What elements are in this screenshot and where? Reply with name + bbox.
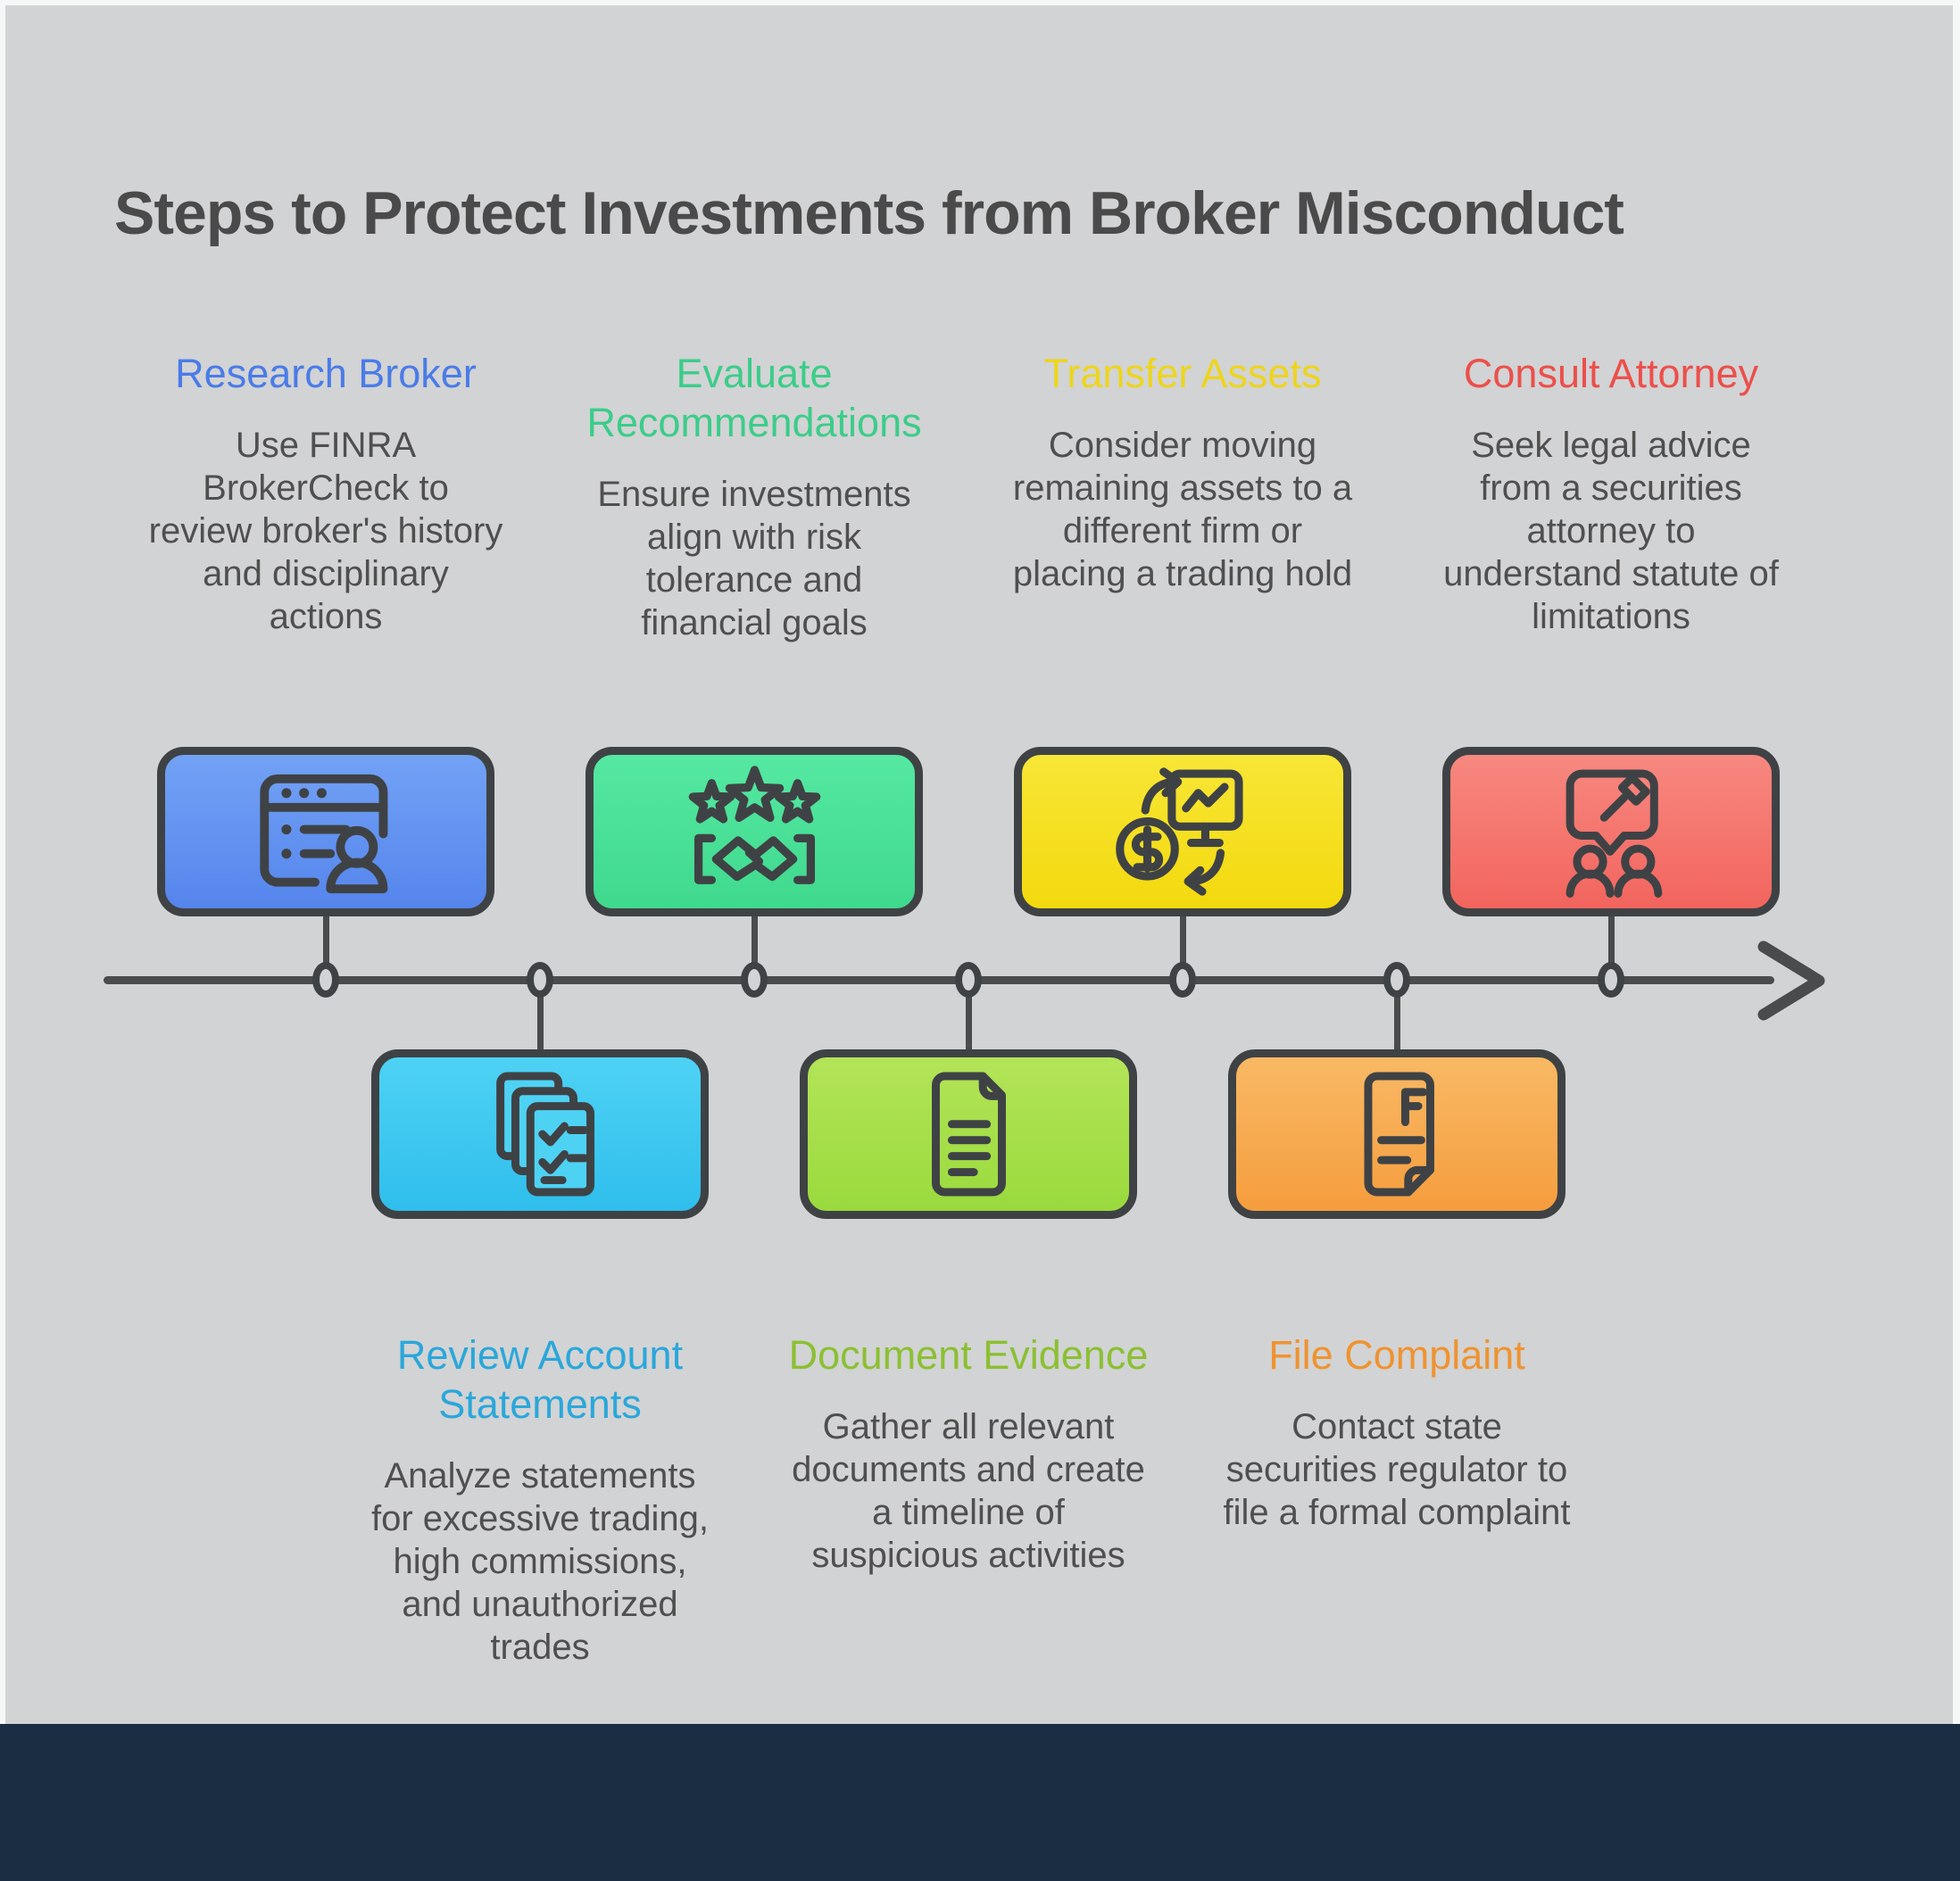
step-description: Use FINRA BrokerCheck to review broker's… — [148, 425, 503, 636]
step-description: Analyze statements for excessive trading… — [371, 1455, 709, 1667]
asset-transfer-icon — [1115, 767, 1243, 896]
connector-line — [1608, 914, 1615, 980]
connector-line — [752, 914, 758, 980]
consult-attorney-text: Consult Attorney Seek legal advice from … — [1406, 350, 1816, 638]
browser-profile-icon — [260, 774, 388, 894]
step-title: Research Broker — [175, 351, 477, 396]
review-statements-box — [371, 1049, 709, 1219]
transfer-assets-text: Transfer Assets Consider moving remainin… — [977, 350, 1388, 595]
transfer-assets-box — [1014, 747, 1351, 916]
page-title: Steps to Protect Investments from Broker… — [114, 179, 1624, 247]
step-description: Seek legal advice from a securities atto… — [1443, 425, 1779, 636]
connector-line — [966, 980, 972, 1053]
complaint-form-icon — [1364, 1072, 1434, 1197]
step-description: Gather all relevant documents and create… — [792, 1406, 1145, 1575]
statements-checklist-icon — [495, 1072, 594, 1197]
document-evidence-text: Document Evidence Gather all relevant do… — [763, 1331, 1174, 1577]
rating-handshake-icon — [688, 766, 820, 884]
research-broker-box — [157, 747, 494, 916]
connector-line — [537, 980, 544, 1053]
file-complaint-text: File Complaint Contact state securities … — [1192, 1331, 1602, 1534]
step-title: Evaluate Recommendations — [586, 351, 922, 445]
footer-bar — [0, 1724, 1960, 1881]
step-title: Transfer Assets — [1043, 351, 1322, 396]
consult-attorney-box — [1442, 747, 1780, 916]
legal-consult-icon — [1566, 769, 1663, 898]
timeline-node — [1598, 962, 1624, 998]
research-broker-text: Research Broker Use FINRA BrokerCheck to… — [120, 350, 531, 638]
step-description: Contact state securities regulator to fi… — [1223, 1406, 1571, 1532]
step-title: Consult Attorney — [1463, 351, 1759, 396]
timeline-line — [104, 976, 1774, 984]
connector-line — [1394, 980, 1400, 1053]
timeline-node — [312, 962, 339, 998]
connector-line — [1180, 914, 1186, 980]
timeline-node — [1383, 962, 1410, 998]
timeline-node — [1169, 962, 1196, 998]
step-title: Document Evidence — [788, 1332, 1149, 1378]
evaluate-recommendations-text: Evaluate Recommendations Ensure investme… — [549, 350, 959, 644]
file-complaint-box — [1228, 1049, 1566, 1219]
timeline-node — [955, 962, 982, 998]
connector-line — [323, 914, 329, 980]
step-title: Review Account Statements — [396, 1332, 684, 1427]
timeline-node — [527, 962, 553, 998]
timeline-node — [741, 962, 768, 998]
step-description: Consider moving remaining assets to a di… — [1012, 425, 1353, 593]
evaluate-recommendations-box — [586, 747, 923, 916]
review-statements-text: Review Account Statements Analyze statem… — [335, 1331, 745, 1669]
step-title: File Complaint — [1268, 1332, 1525, 1378]
document-evidence-box — [800, 1049, 1137, 1219]
document-evidence-icon — [931, 1072, 1006, 1197]
step-description: Ensure investments align with risk toler… — [597, 474, 911, 642]
timeline-arrowhead-icon — [1757, 940, 1825, 1021]
